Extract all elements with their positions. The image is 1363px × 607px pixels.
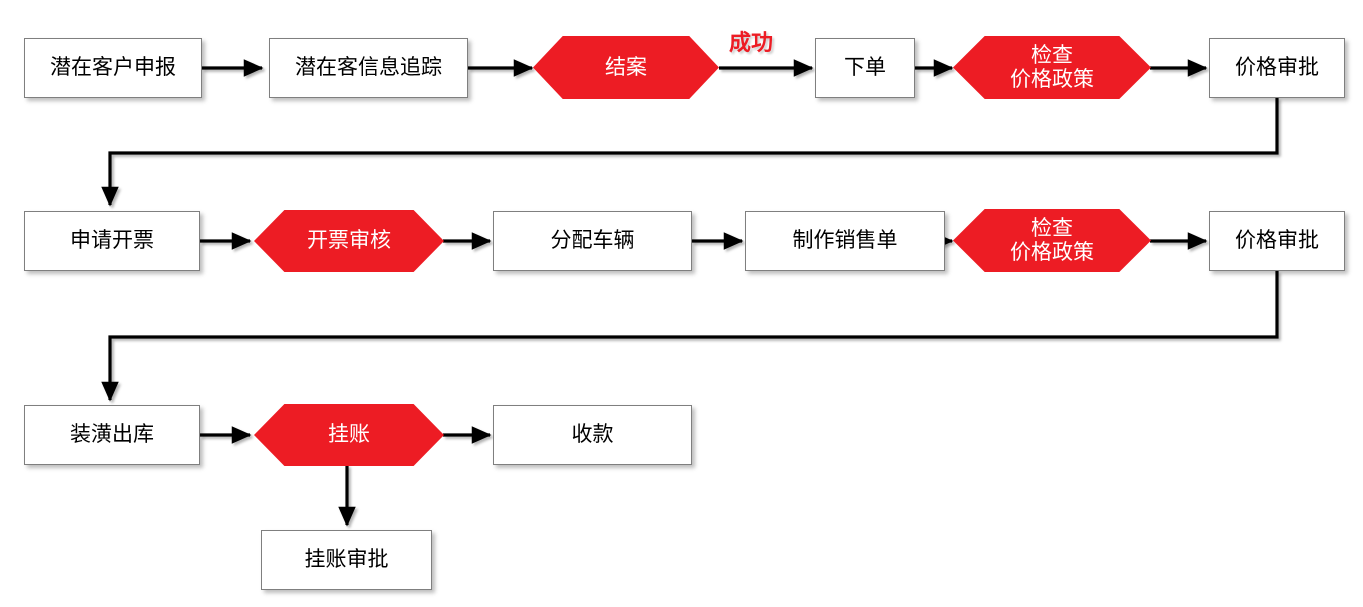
node-label-line1: 检查 xyxy=(1031,43,1073,67)
node-label-line2: 价格政策 xyxy=(1010,240,1094,264)
node-label: 挂账审批 xyxy=(304,548,389,572)
node-label: 挂账 xyxy=(328,423,370,447)
node-label: 开票审核 xyxy=(307,229,391,253)
node-label: 装潢出库 xyxy=(70,423,154,447)
node-label: 价格审批 xyxy=(1235,56,1319,80)
node-分配车辆[interactable]: 分配车辆 xyxy=(493,211,692,271)
node-label: 潜在客信息追踪 xyxy=(295,56,442,80)
node-潜在客户申报[interactable]: 潜在客户申报 xyxy=(24,38,202,98)
node-label: 收款 xyxy=(571,423,614,447)
node-label: 制作销售单 xyxy=(792,229,898,253)
node-开票审核[interactable]: 开票审核 xyxy=(254,210,444,272)
node-制作销售单[interactable]: 制作销售单 xyxy=(745,211,945,271)
node-结案[interactable]: 结案 xyxy=(533,36,719,99)
node-潜在客信息追踪[interactable]: 潜在客信息追踪 xyxy=(269,38,468,98)
node-label-line2: 价格政策 xyxy=(1010,67,1094,91)
edge-label-成功: 成功 xyxy=(729,30,774,55)
node-挂账[interactable]: 挂账 xyxy=(254,404,444,466)
node-申请开票[interactable]: 申请开票 xyxy=(24,211,200,271)
edge-n12-n13 xyxy=(101,271,1279,402)
node-检查价格政策-2[interactable]: 检查 价格政策 xyxy=(953,209,1151,272)
node-label: 价格审批 xyxy=(1235,229,1319,253)
edge-n6-n7 xyxy=(101,98,1279,207)
node-label: 下单 xyxy=(844,56,886,80)
node-label: 分配车辆 xyxy=(550,229,635,253)
node-下单[interactable]: 下单 xyxy=(815,38,915,98)
node-label: 结案 xyxy=(605,55,647,79)
node-收款[interactable]: 收款 xyxy=(493,405,692,465)
node-label: 潜在客户申报 xyxy=(50,56,176,80)
node-价格审批-1[interactable]: 价格审批 xyxy=(1209,38,1345,98)
node-检查价格政策-1[interactable]: 检查 价格政策 xyxy=(953,36,1151,99)
node-label-line1: 检查 xyxy=(1031,216,1073,240)
node-label: 申请开票 xyxy=(70,229,154,253)
node-价格审批-2[interactable]: 价格审批 xyxy=(1209,211,1345,271)
node-挂账审批[interactable]: 挂账审批 xyxy=(261,530,432,590)
node-装潢出库[interactable]: 装潢出库 xyxy=(24,405,200,465)
